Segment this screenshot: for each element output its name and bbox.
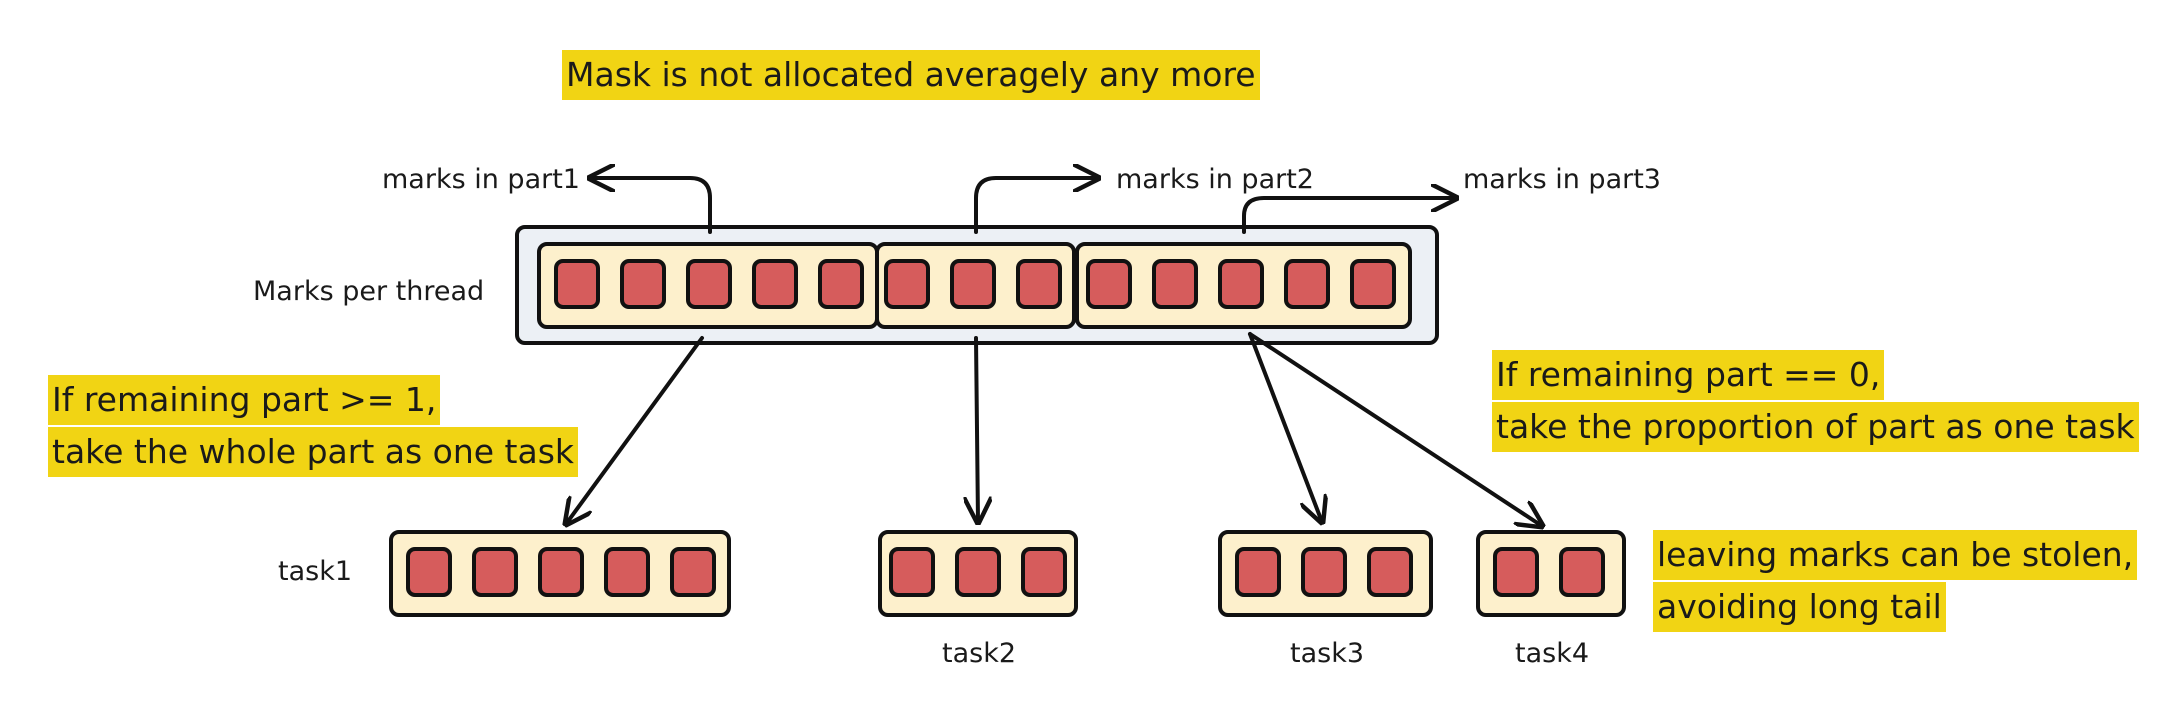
mark xyxy=(406,547,452,597)
proportion-note-line1: If remaining part == 0, xyxy=(1492,350,1885,400)
part2-label: marks in part2 xyxy=(1116,164,1314,195)
part1-label: marks in part1 xyxy=(382,164,580,195)
mark xyxy=(604,547,650,597)
part1-arrow xyxy=(590,178,712,234)
mark xyxy=(1559,547,1605,597)
stolen-note-line1: leaving marks can be stolen, xyxy=(1653,530,2138,580)
mark xyxy=(1235,547,1281,597)
task4-arrow xyxy=(1248,332,1542,526)
marks-per-thread-label: Marks per thread xyxy=(253,276,485,307)
whole-part-note-line2: take the whole part as one task xyxy=(48,427,579,477)
mark xyxy=(1493,547,1539,597)
part2-arrow xyxy=(974,178,1098,234)
mark xyxy=(554,259,600,309)
mark xyxy=(752,259,798,309)
mark xyxy=(818,259,864,309)
part3-label: marks in part3 xyxy=(1463,164,1661,195)
mark xyxy=(1021,547,1067,597)
mark xyxy=(1301,547,1347,597)
mark xyxy=(1350,259,1396,309)
mark xyxy=(686,259,732,309)
part2-group xyxy=(875,242,1076,329)
mark xyxy=(955,547,1001,597)
part3-group xyxy=(1075,242,1412,329)
stolen-note-line2: avoiding long tail xyxy=(1653,582,1946,632)
part1-group xyxy=(537,242,879,329)
task1-box xyxy=(389,530,731,617)
mark xyxy=(889,547,935,597)
task4-label: task4 xyxy=(1515,638,1590,669)
mark xyxy=(1218,259,1264,309)
task3-box xyxy=(1218,530,1433,617)
mark xyxy=(950,259,996,309)
task2-arrow xyxy=(976,336,978,522)
task2-box xyxy=(878,530,1078,617)
task3-label: task3 xyxy=(1290,638,1365,669)
task3-arrow xyxy=(1248,332,1322,522)
task2-label: task2 xyxy=(942,638,1017,669)
mark xyxy=(538,547,584,597)
mark xyxy=(1086,259,1132,309)
task1-label: task1 xyxy=(278,556,353,587)
mark xyxy=(670,547,716,597)
mark xyxy=(1367,547,1413,597)
title-highlight: Mask is not allocated averagely any more xyxy=(562,50,1260,100)
mark xyxy=(620,259,666,309)
whole-part-note-line1: If remaining part >= 1, xyxy=(48,375,441,425)
mark xyxy=(1152,259,1198,309)
mark xyxy=(472,547,518,597)
task4-box xyxy=(1476,530,1626,617)
part3-arrow xyxy=(1242,198,1456,234)
mark xyxy=(1284,259,1330,309)
task1-arrow xyxy=(566,336,704,524)
proportion-note-line2: take the proportion of part as one task xyxy=(1492,402,2139,452)
mark xyxy=(1016,259,1062,309)
mark xyxy=(884,259,930,309)
